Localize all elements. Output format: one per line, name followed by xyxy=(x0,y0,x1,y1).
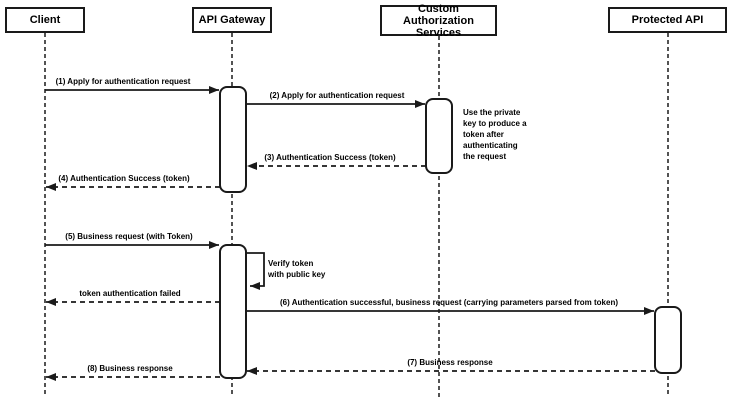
message-label-8: (8) Business response xyxy=(87,364,173,373)
activation-bar-custom-auth xyxy=(425,98,453,174)
note-verify-token: Verify token with public key xyxy=(268,259,326,279)
activation-bar-protected-api xyxy=(654,306,682,374)
activation-bar-api-gateway-business xyxy=(219,244,247,379)
message-label-4: (4) Authentication Success (token) xyxy=(58,174,190,183)
message-label-3: (3) Authentication Success (token) xyxy=(264,153,396,162)
message-label-7: (7) Business response xyxy=(407,358,493,367)
arrow-self-verify-token xyxy=(246,252,265,290)
message-label-1: (1) Apply for authentication request xyxy=(55,77,191,86)
message-label-5: (5) Business request (with Token) xyxy=(65,232,193,241)
message-label-6: (6) Authentication successful, business … xyxy=(279,298,619,307)
activation-bar-api-gateway-auth xyxy=(219,86,247,193)
participant-api-gateway: API Gateway xyxy=(192,7,272,33)
participant-custom-authorization-services: Custom Authorization Services xyxy=(380,3,497,39)
message-label-2: (2) Apply for authentication request xyxy=(269,91,405,100)
note-private-key: Use the private key to produce a token a… xyxy=(463,108,527,161)
participant-client: Client xyxy=(5,7,85,33)
message-label-token-failed: token authentication failed xyxy=(79,289,181,298)
participant-protected-api: Protected API xyxy=(608,7,727,33)
